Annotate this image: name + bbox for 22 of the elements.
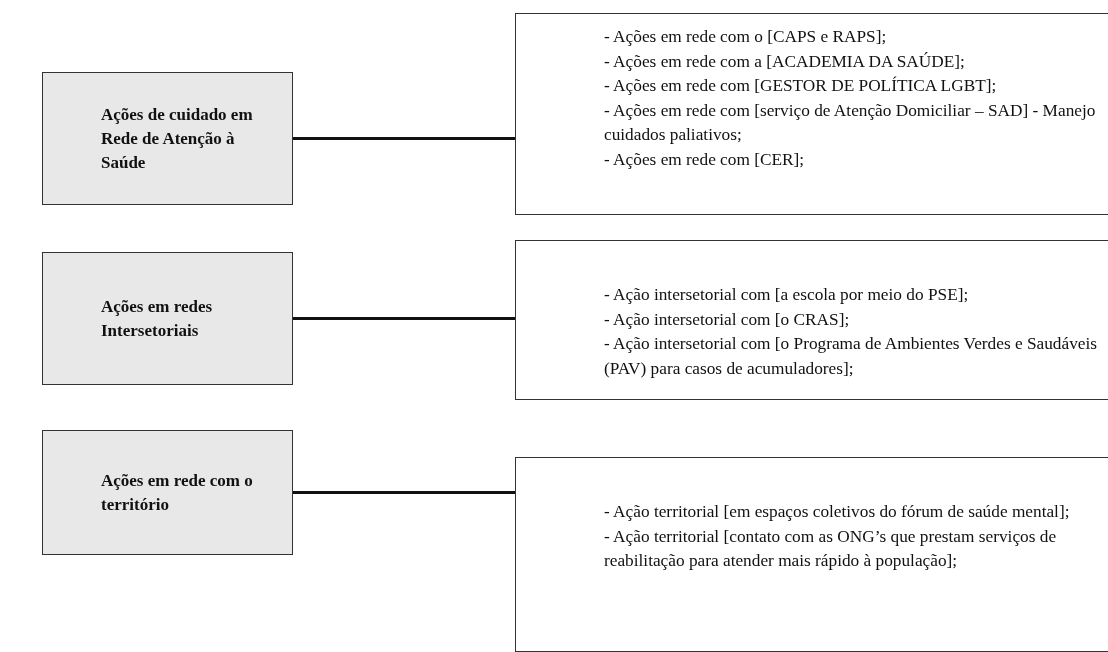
list-item: - Ações em rede com o [CAPS e RAPS];	[604, 26, 888, 48]
category-label: Ações em rede com o território	[101, 469, 254, 516]
list-item: - Ações em rede com [CER];	[604, 148, 806, 171]
list-item: - Ação intersetorial com [a escola por meio do PSE];	[604, 284, 970, 306]
connector-line	[293, 491, 515, 494]
category-box	[42, 252, 293, 385]
list-box	[515, 240, 1108, 400]
list-item: - Ações em rede com [GESTOR DE POLÍTICA LGBT];	[604, 75, 998, 97]
list-item: - Ação intersetorial com [o Programa de Ambientes Verdes e Saudáveis (PAV) para casos de acumuladores];	[604, 333, 1098, 380]
connector-line	[293, 317, 515, 320]
category-box	[42, 72, 293, 205]
list-box	[515, 457, 1108, 652]
connector-line	[293, 137, 515, 140]
category-box	[42, 430, 293, 555]
list-item: - Ações em rede com [serviço de Atenção Domiciliar – SAD] - Manejo cuidados paliativos;	[604, 99, 1097, 146]
list-item: - Ação territorial [em espaços coletivos do fórum de saúde mental];	[604, 501, 1071, 523]
list-item: - Ações em rede com a [ACADEMIA DA SAÚDE];	[604, 50, 966, 73]
list-item: - Ação intersetorial com [o CRAS];	[604, 308, 851, 331]
list-box	[515, 13, 1108, 215]
category-label: Ações em redes Intersetoriais	[101, 295, 214, 342]
list-item: - Ação territorial [contato com as ONG’s que prestam serviços de reabilitação para atender mais rápido à população];	[604, 525, 1058, 572]
category-label: Ações de cuidado em Rede de Atenção à Saúde	[101, 103, 254, 174]
